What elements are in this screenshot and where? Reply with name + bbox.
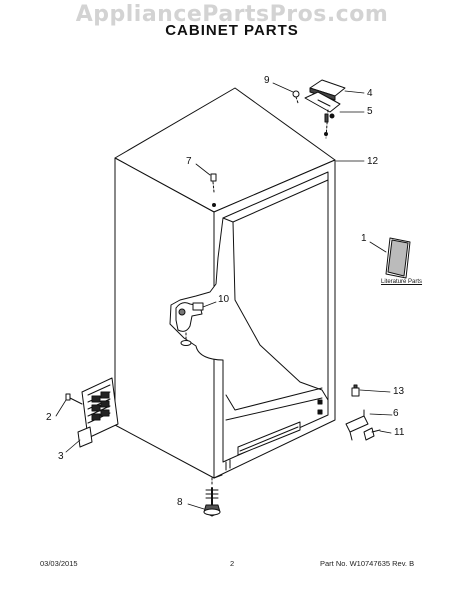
left-bracket-assembly — [65, 377, 119, 448]
callout-2: 2 — [46, 412, 52, 423]
callout-12: 12 — [367, 156, 379, 167]
callout-1: 1 — [361, 233, 367, 244]
hinge-screw — [292, 90, 300, 104]
leader-lines — [55, 82, 393, 510]
callout-10: 10 — [218, 294, 230, 305]
bolt — [363, 427, 381, 441]
footer-page-number: 2 — [230, 559, 235, 568]
leveling-leg — [203, 477, 221, 517]
clip — [351, 384, 360, 397]
page-title: CABINET PARTS — [165, 22, 299, 39]
callout-11: 11 — [394, 427, 405, 438]
callout-7: 7 — [186, 156, 192, 167]
drain-fitting — [175, 302, 204, 346]
watermark: AppliancePartsPros.com — [75, 2, 389, 27]
callout-13: 13 — [393, 386, 405, 397]
literature-parts-label: Literature Parts — [381, 279, 423, 285]
cabinet-body — [114, 87, 336, 479]
footer-part-number: Part No. W10747635 Rev. B — [320, 559, 415, 568]
callout-3: 3 — [58, 451, 64, 462]
callout-8: 8 — [177, 497, 183, 508]
callout-9: 9 — [264, 75, 270, 86]
callout-4: 4 — [367, 88, 373, 99]
literature-booklet — [385, 237, 411, 279]
footer-date: 03/03/2015 — [40, 559, 78, 568]
callout-5: 5 — [367, 106, 373, 117]
bracket — [345, 409, 369, 441]
callout-6: 6 — [393, 408, 399, 419]
top-hinge — [304, 91, 341, 139]
top-screw — [210, 173, 217, 207]
